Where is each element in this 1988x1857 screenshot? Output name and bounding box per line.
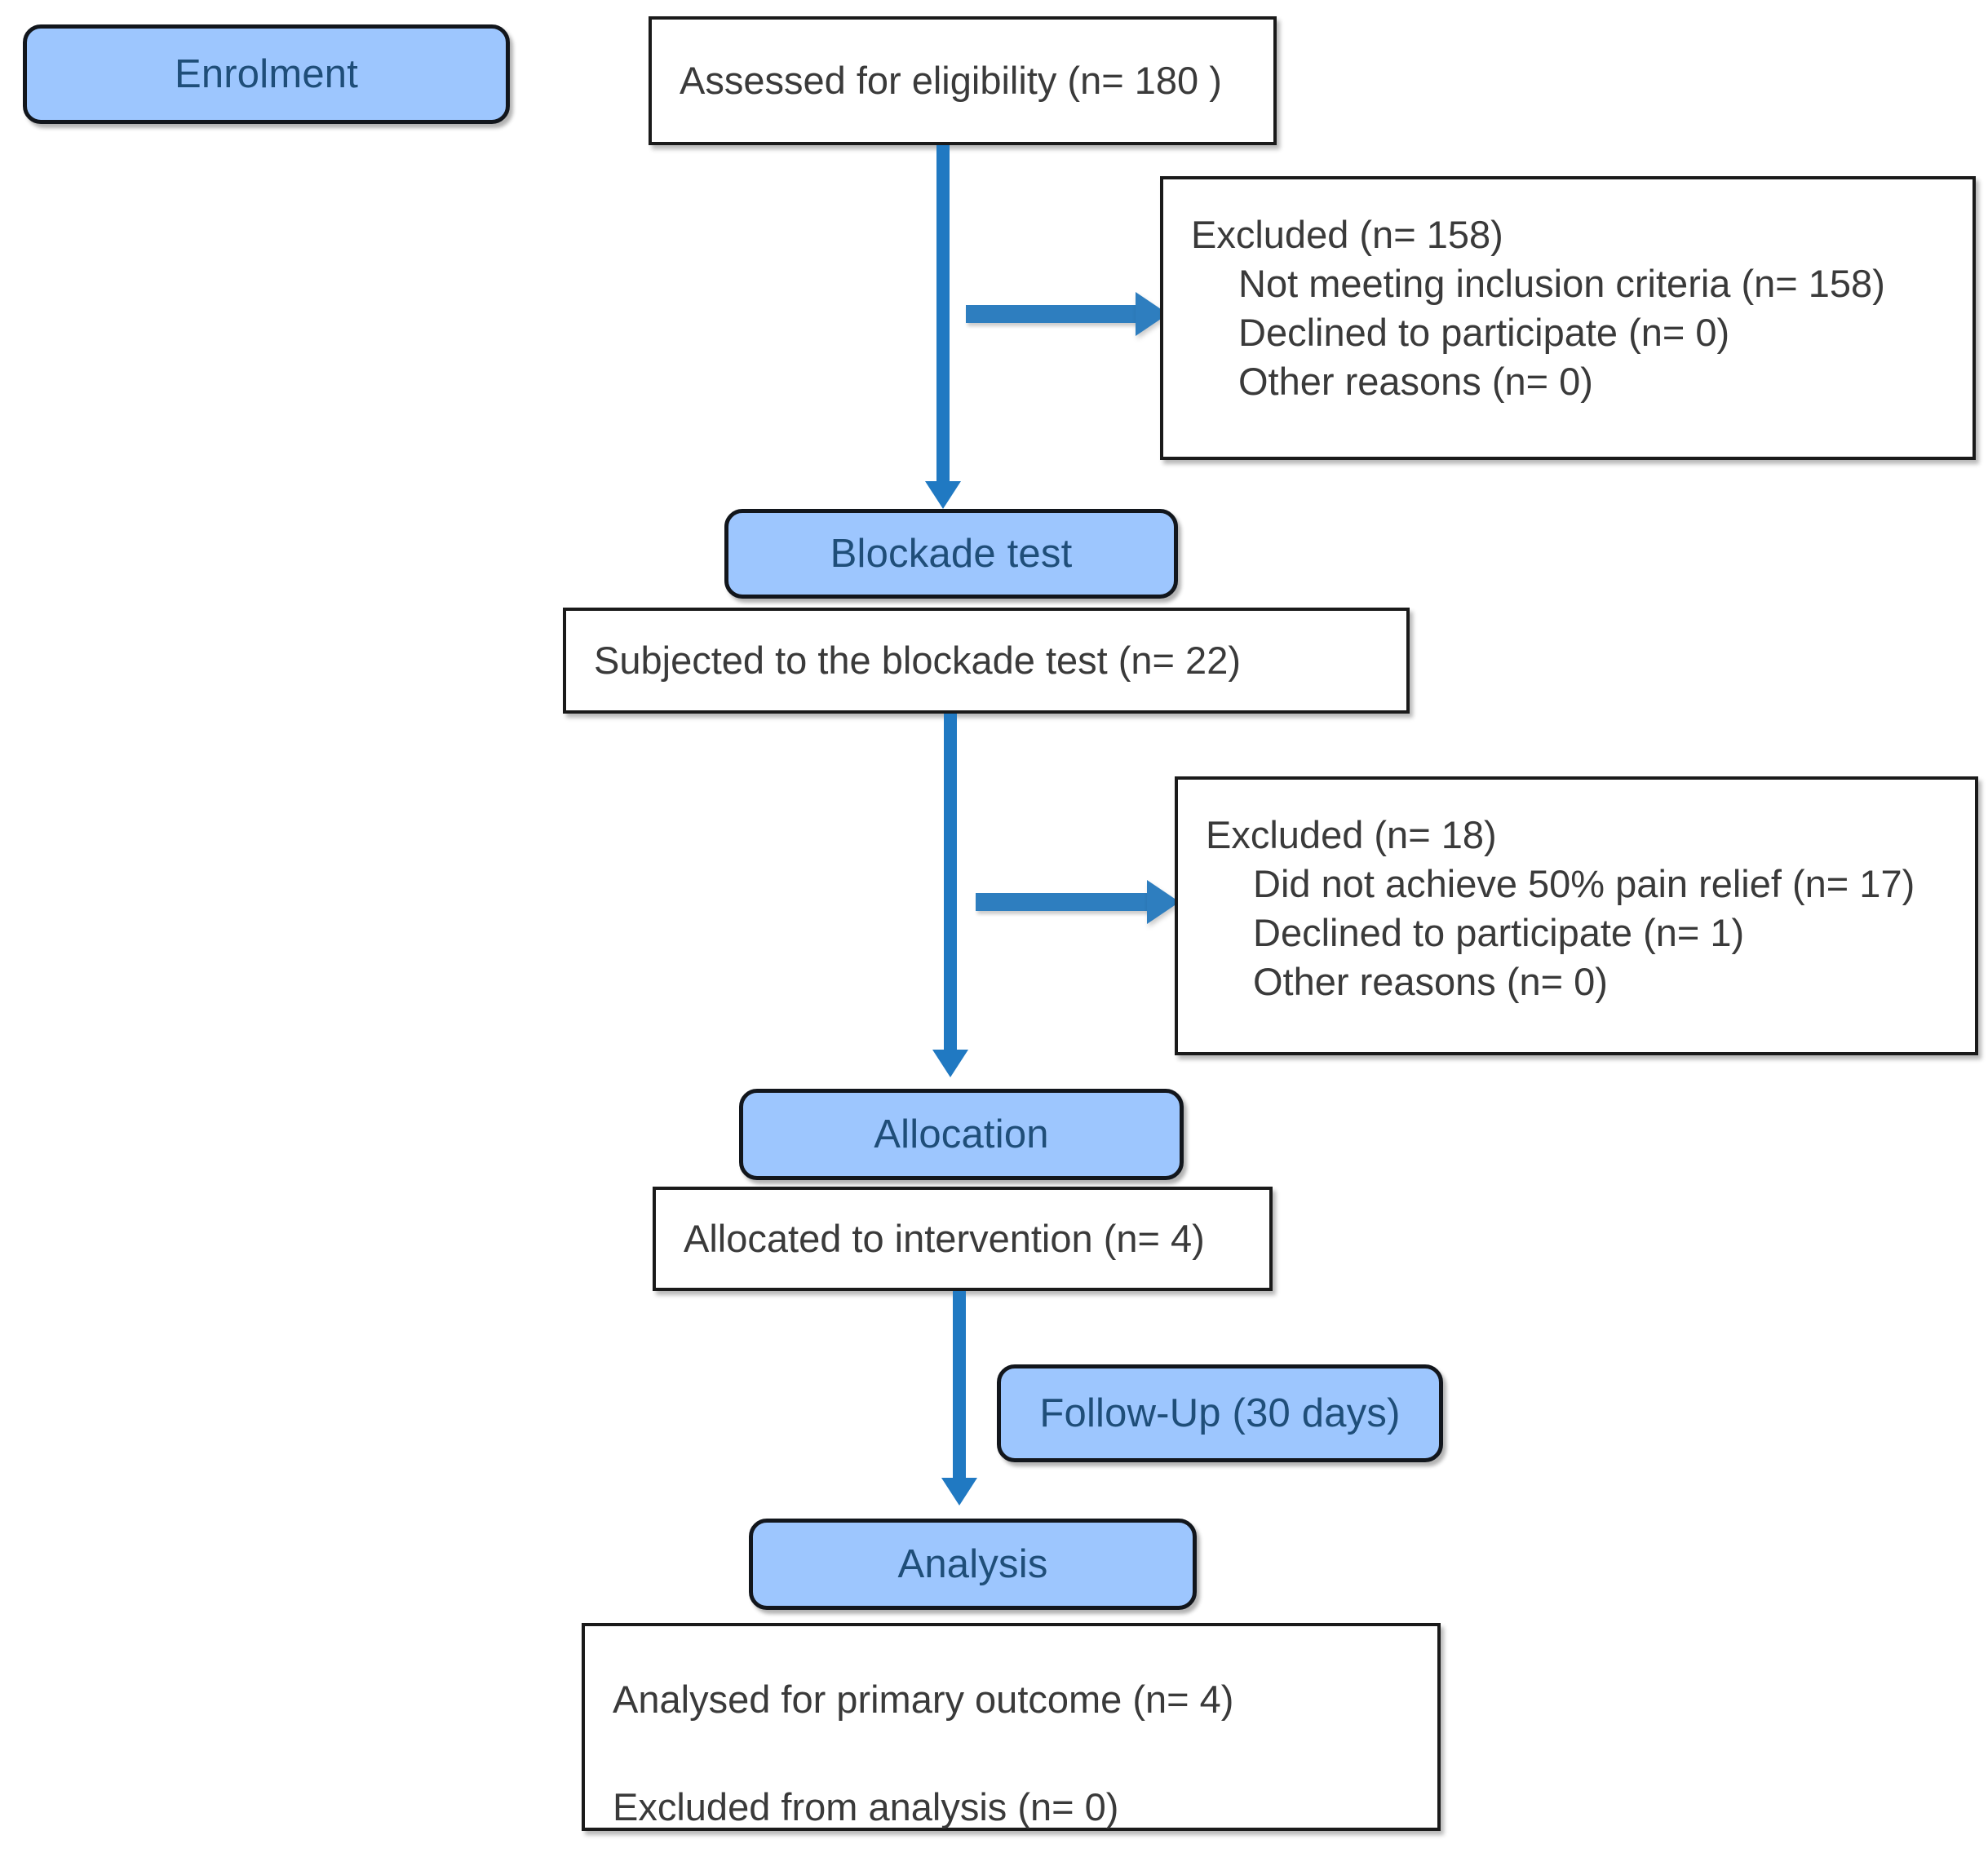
stage-label-enrolment: Enrolment (23, 24, 510, 124)
box-subjected-to-blockade-test: Subjected to the blockade test (n= 22) (563, 608, 1410, 714)
connector-subjected-to-allocation (944, 714, 957, 1056)
stage-label-allocation: Allocation (739, 1089, 1184, 1180)
box-assessed-for-eligibility: Assessed for eligibility (n= 180 ) (649, 16, 1277, 145)
connector-assessed-to-blockade (936, 145, 950, 488)
box-excluded-blockade: Excluded (n= 18) Did not achieve 50% pai… (1175, 776, 1978, 1055)
connector-to-excluded-blockade (976, 893, 1149, 911)
excluded-enrolment-reason-2: Declined to participate (n= 0) (1238, 311, 1730, 355)
assessed-line-1: Assessed for eligibility (n= 180 ) (680, 58, 1222, 102)
analysed-line-2: Excluded from analysis (n= 0) (613, 1785, 1119, 1829)
stage-label-blockade-test-text: Blockade test (830, 532, 1073, 576)
excluded-blockade-reason-2: Declined to participate (n= 1) (1253, 911, 1745, 955)
box-excluded-enrolment: Excluded (n= 158) Not meeting inclusion … (1160, 176, 1976, 460)
stage-label-blockade-test: Blockade test (724, 509, 1178, 599)
connector-allocated-to-analysis-arrowhead (941, 1478, 977, 1505)
excluded-enrolment-reason-1: Not meeting inclusion criteria (n= 158) (1238, 262, 1885, 306)
stage-label-allocation-text: Allocation (874, 1112, 1049, 1156)
stage-label-enrolment-text: Enrolment (174, 52, 359, 96)
connector-allocated-to-analysis (953, 1291, 966, 1484)
excluded-blockade-reason-1: Did not achieve 50% pain relief (n= 17) (1253, 862, 1915, 906)
excluded-enrolment-heading: Excluded (n= 158) (1191, 213, 1503, 256)
stage-label-analysis: Analysis (749, 1519, 1197, 1610)
stage-label-follow-up-text: Follow-Up (30 days) (1039, 1391, 1401, 1435)
connector-to-excluded-blockade-arrowhead (1147, 880, 1180, 924)
excluded-blockade-reason-3: Other reasons (n= 0) (1253, 960, 1608, 1004)
connector-assessed-to-blockade-arrowhead (925, 481, 961, 509)
stage-label-analysis-text: Analysis (897, 1542, 1048, 1586)
allocated-line-1: Allocated to intervention (n= 4) (684, 1216, 1205, 1260)
analysed-line-1: Analysed for primary outcome (n= 4) (613, 1678, 1234, 1721)
box-allocated-to-intervention: Allocated to intervention (n= 4) (653, 1187, 1273, 1291)
stage-label-follow-up: Follow-Up (30 days) (997, 1364, 1443, 1462)
excluded-enrolment-reason-3: Other reasons (n= 0) (1238, 360, 1593, 404)
subjected-line-1: Subjected to the blockade test (n= 22) (594, 638, 1241, 682)
connector-subjected-to-allocation-arrowhead (932, 1050, 968, 1077)
connector-to-excluded-enrolment (966, 305, 1137, 323)
excluded-blockade-heading: Excluded (n= 18) (1206, 813, 1497, 856)
box-analysis-results: Analysed for primary outcome (n= 4) Excl… (582, 1623, 1441, 1831)
